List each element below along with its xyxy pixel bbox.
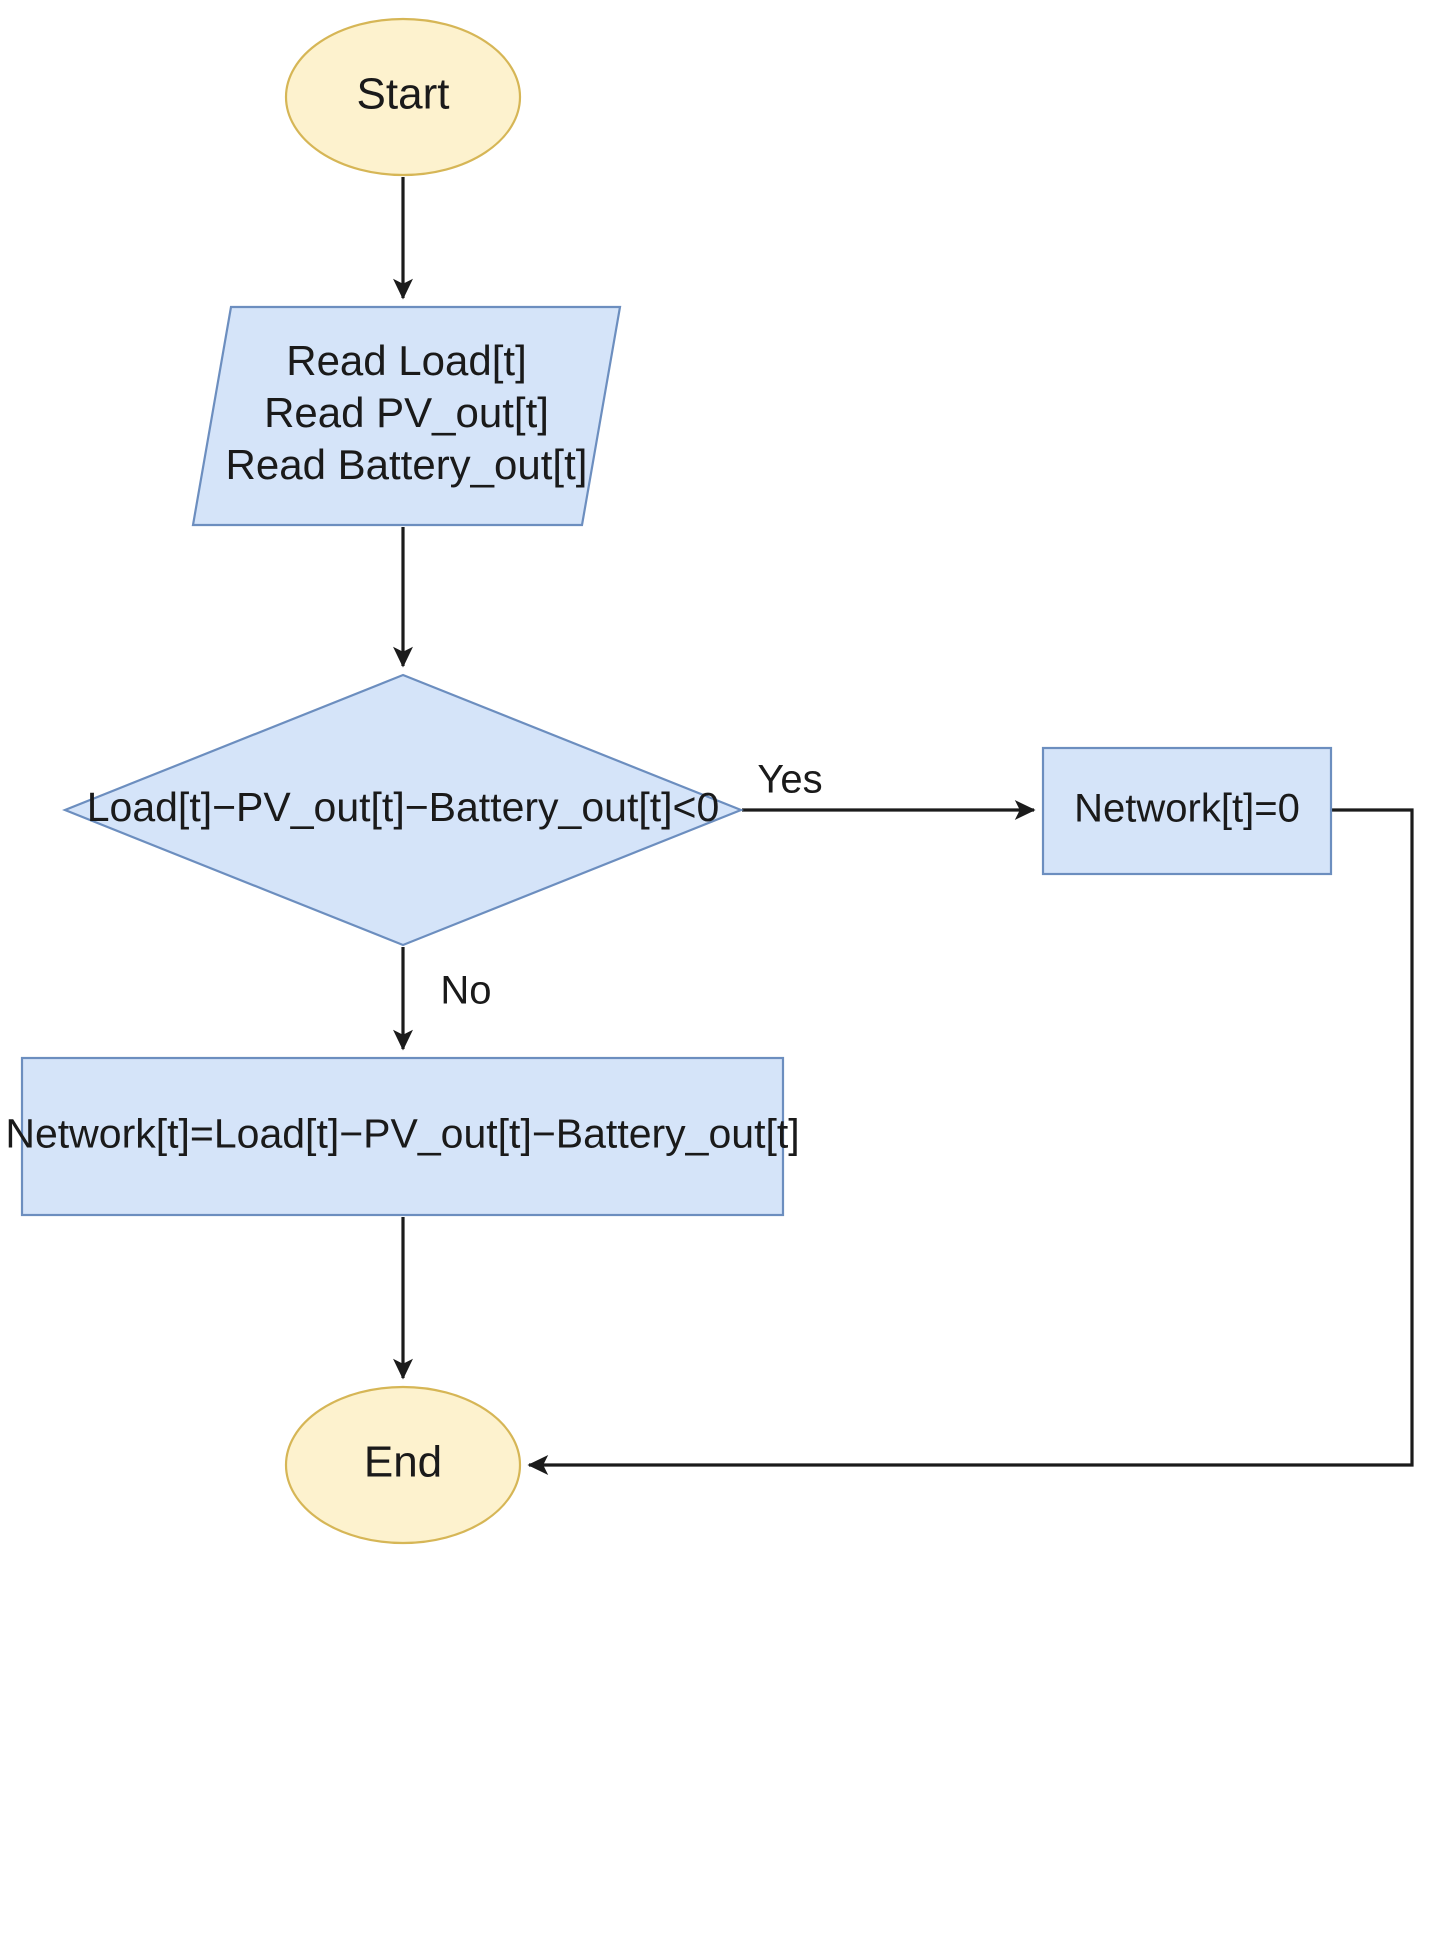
node-label-network-zero: Network[t]=0: [1074, 787, 1300, 831]
node-shape-rect: [1041, 746, 1333, 876]
node-network-zero[interactable]: Network[t]=0: [1041, 746, 1333, 876]
node-shape-rect: [20, 1056, 785, 1217]
edge-zero-to-end: [527, 808, 1414, 1475]
node-label-read-inputs-line-1: Read Load[t]: [286, 337, 527, 384]
node-label-start: Start: [357, 70, 450, 119]
node-label-network-calc: Network[t]=Load[t]−PV_out[t]−Battery_out…: [5, 1110, 799, 1156]
node-shape-ellipse: [284, 17, 522, 177]
node-decision[interactable]: Load[t]−PV_out[t]−Battery_out[t]<0: [62, 673, 744, 947]
node-shape-diamond: [62, 673, 744, 947]
node-shape-parallelogram: [191, 305, 622, 527]
edge-label-decision-to-calc: No: [440, 969, 491, 1013]
edge-label-decision-to-zero: Yes: [757, 758, 822, 802]
node-label-end: End: [364, 1438, 442, 1487]
node-end[interactable]: End: [284, 1385, 522, 1545]
node-label-read-inputs-line-3: Read Battery_out[t]: [226, 441, 588, 488]
node-shape-ellipse: [284, 1385, 522, 1545]
node-network-calc[interactable]: Network[t]=Load[t]−PV_out[t]−Battery_out…: [5, 1056, 800, 1217]
node-read-inputs[interactable]: Read Load[t] Read PV_out[t] Read Battery_o…: [191, 305, 622, 527]
node-label-decision: Load[t]−PV_out[t]−Battery_out[t]<0: [87, 784, 720, 830]
node-start[interactable]: Start: [284, 17, 522, 177]
node-label-read-inputs-line-2: Read PV_out[t]: [264, 389, 549, 436]
edges-layer: [393, 177, 1414, 1475]
